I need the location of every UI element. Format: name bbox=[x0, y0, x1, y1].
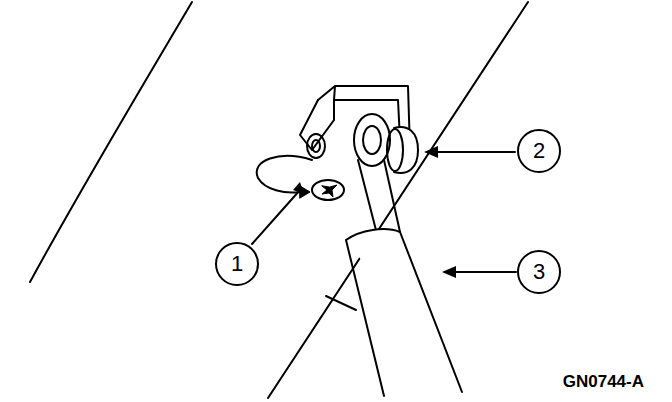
rotation-arrow bbox=[257, 156, 312, 192]
bushing bbox=[307, 134, 325, 158]
arrowhead bbox=[442, 266, 456, 278]
bushing bbox=[312, 140, 320, 152]
callout-circle: 2 bbox=[517, 129, 561, 173]
bushing bbox=[387, 129, 403, 171]
arrowhead bbox=[424, 146, 438, 158]
strut-eye bbox=[354, 114, 390, 166]
bolt-head bbox=[312, 180, 344, 200]
leader-line bbox=[428, 151, 515, 153]
strut-rod bbox=[358, 160, 400, 238]
body-outline bbox=[30, 2, 192, 282]
strut-eye bbox=[363, 126, 381, 154]
panel-edge bbox=[268, 2, 528, 398]
leader-line bbox=[446, 271, 516, 273]
strut-tube bbox=[346, 229, 462, 396]
callout-number: 1 bbox=[231, 253, 243, 275]
torx-socket bbox=[322, 185, 337, 197]
bushing bbox=[394, 127, 418, 173]
callout-circle: 1 bbox=[215, 242, 259, 286]
arrowhead bbox=[293, 182, 304, 194]
callout-circle: 3 bbox=[517, 250, 561, 294]
callout-number: 2 bbox=[533, 140, 545, 162]
figure-code: GN0744-A bbox=[563, 372, 644, 392]
panel-edge bbox=[326, 296, 356, 310]
mounting-bracket bbox=[300, 100, 334, 150]
callout-number: 3 bbox=[533, 261, 545, 283]
leader-line bbox=[252, 190, 300, 244]
